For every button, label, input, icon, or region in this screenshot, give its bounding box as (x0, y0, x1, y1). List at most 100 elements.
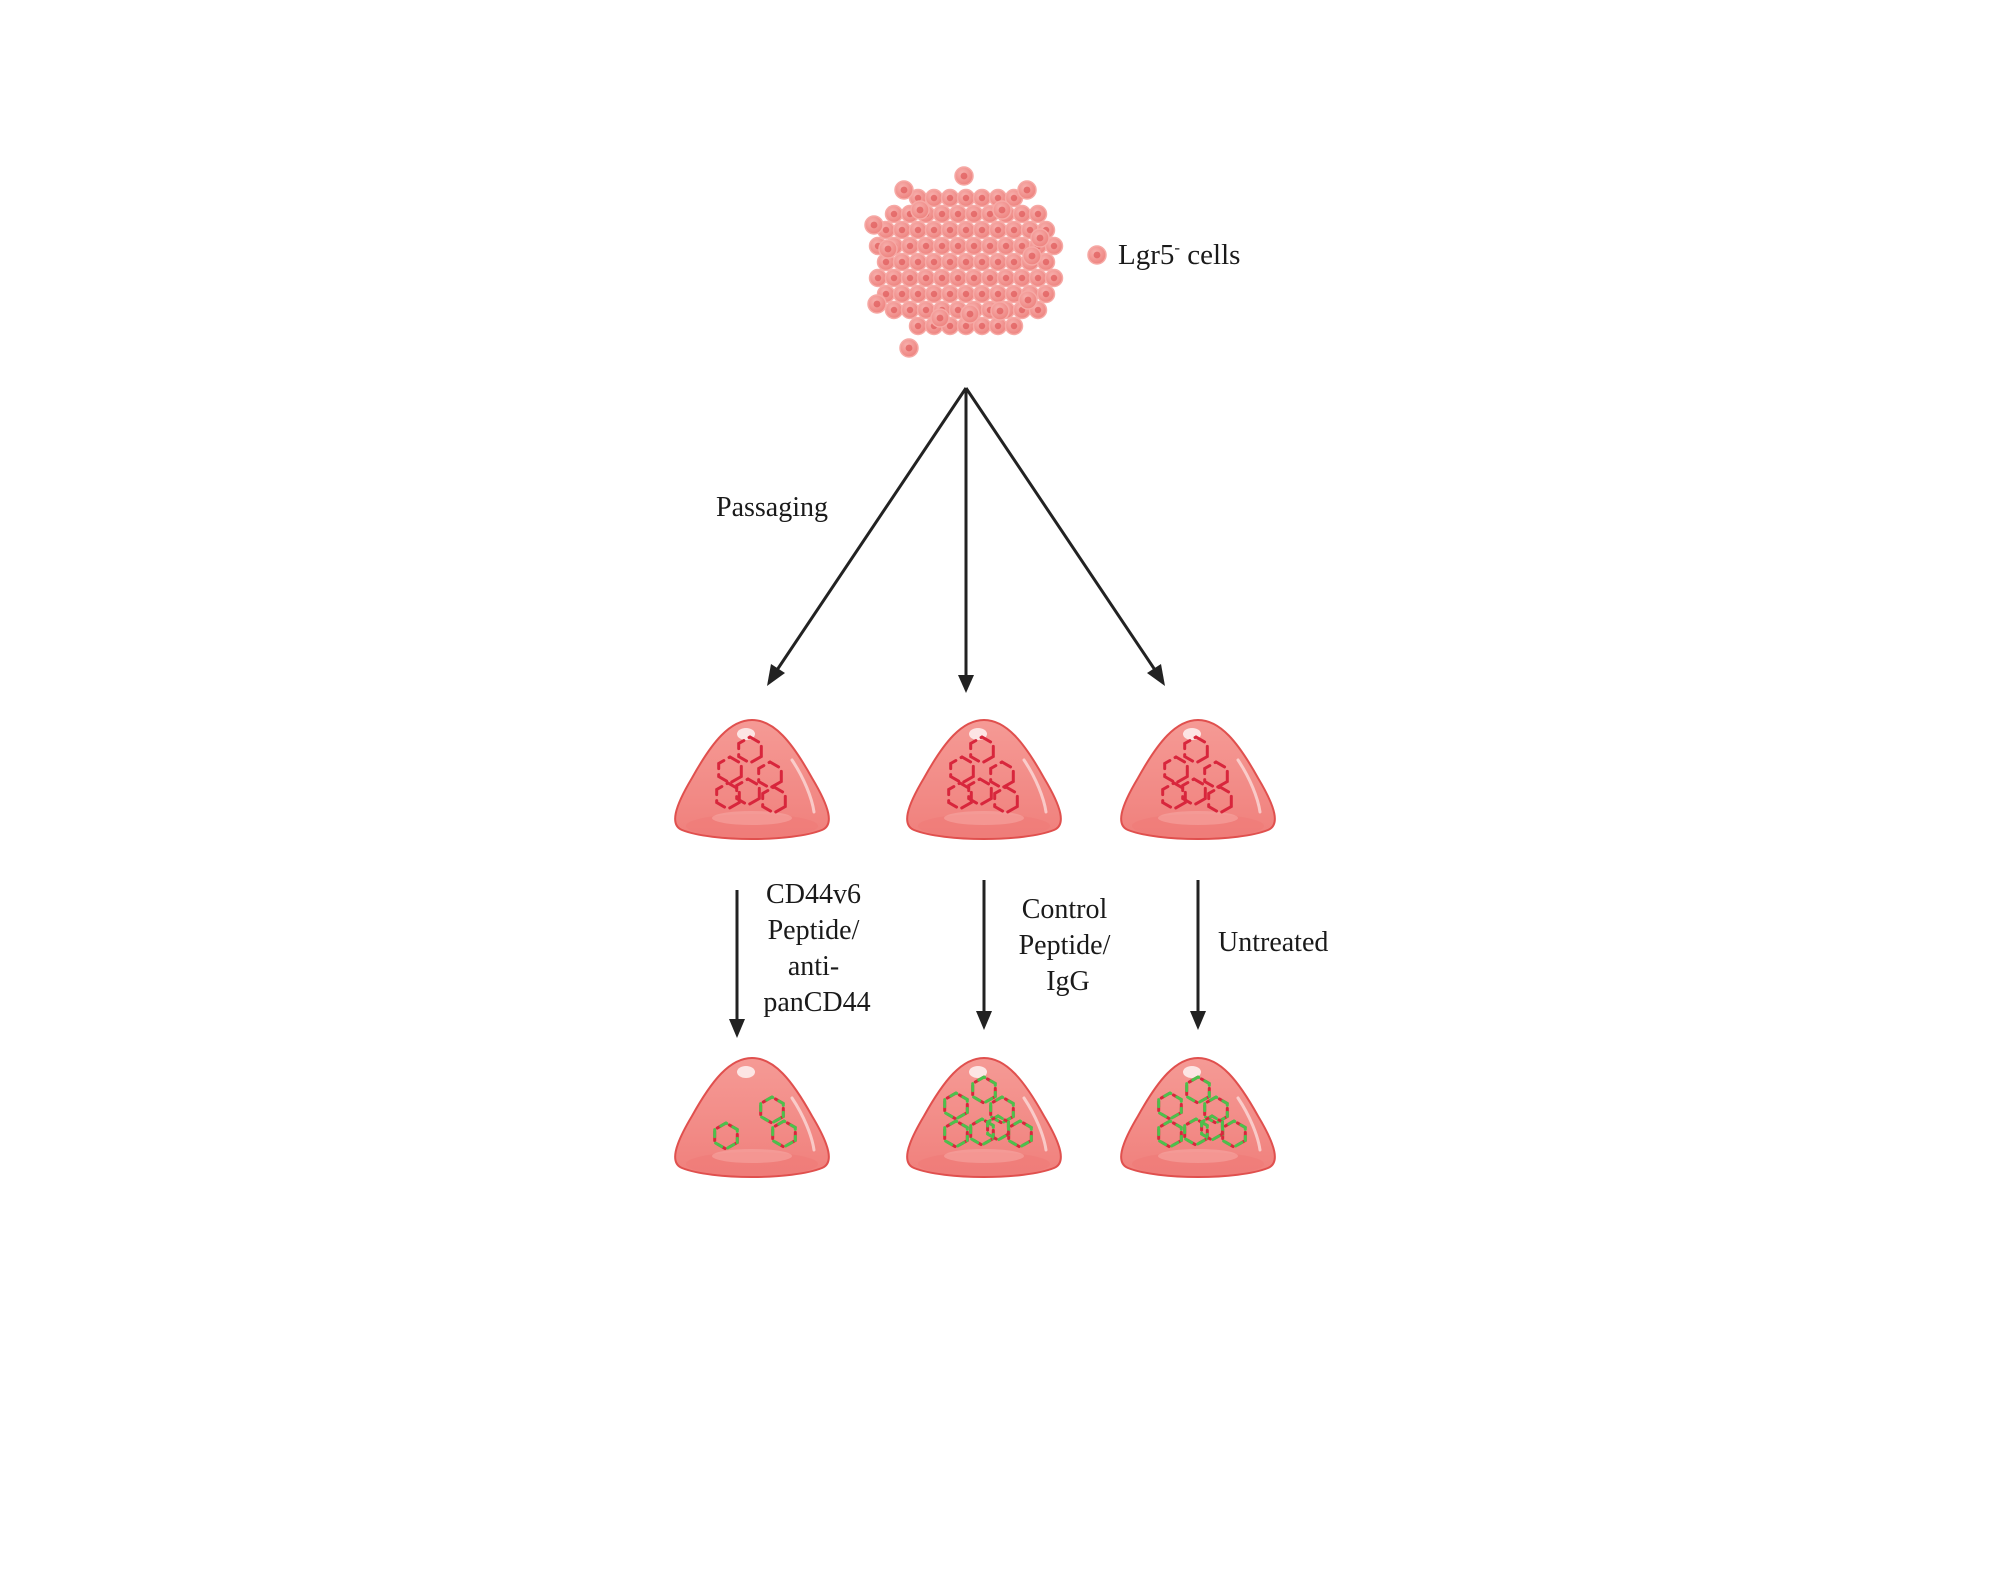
cell (988, 316, 1008, 336)
organoid (1207, 785, 1233, 815)
legend-cell-icon (1087, 245, 1107, 265)
cell (864, 215, 884, 235)
treatment-arrow-head-group2 (976, 1011, 992, 1030)
legend-label: Lgr5- cells (1118, 238, 1240, 271)
cell (988, 220, 1008, 240)
cell (972, 284, 992, 304)
organoid (989, 1095, 1015, 1125)
cell (980, 236, 1000, 256)
cell (878, 239, 898, 259)
organoid (967, 777, 993, 807)
cell (988, 252, 1008, 272)
organoid (1203, 1095, 1229, 1125)
organoid (969, 735, 995, 765)
organoid (1185, 1075, 1211, 1105)
cell (1028, 268, 1048, 288)
cell (1030, 228, 1050, 248)
organoid (943, 1091, 969, 1121)
cell (892, 284, 912, 304)
cell (932, 204, 952, 224)
cell (1012, 268, 1032, 288)
organoid-domes (674, 718, 1276, 1178)
cell (972, 252, 992, 272)
cell (1012, 204, 1032, 224)
arrow-to-group1 (775, 387, 968, 671)
organoid (1157, 1119, 1183, 1149)
cell (948, 236, 968, 256)
cell (992, 200, 1012, 220)
dome-group1-before (674, 718, 830, 840)
cell (908, 284, 928, 304)
organoid (735, 777, 761, 807)
organoid (759, 1095, 785, 1125)
group1-treatment-label: CD44v6 Peptide/ anti- panCD44 (763, 879, 870, 1018)
group3-treatment-label: Untreated (1218, 927, 1328, 958)
dome-group2-after (906, 1056, 1062, 1178)
organoid (717, 755, 743, 785)
arrow-head-group1 (767, 664, 785, 686)
cell (924, 284, 944, 304)
organoid (1203, 760, 1229, 790)
cell (956, 284, 976, 304)
cell (956, 188, 976, 208)
cell (964, 204, 984, 224)
cell (900, 268, 920, 288)
treatment-arrow-head-group3 (1190, 1011, 1206, 1030)
organoid (1163, 755, 1189, 785)
cell (956, 252, 976, 272)
cell (996, 268, 1016, 288)
organoid (737, 735, 763, 765)
organoid (943, 1119, 969, 1149)
group2-treatment-label: Control Peptide/ IgG (1019, 894, 1118, 997)
organoid (949, 755, 975, 785)
cell (940, 188, 960, 208)
cell (908, 220, 928, 240)
cell (916, 236, 936, 256)
organoid (771, 1119, 797, 1149)
organoid (969, 1117, 995, 1147)
cell (940, 284, 960, 304)
organoid (1200, 1114, 1224, 1142)
cell (916, 268, 936, 288)
cell (972, 220, 992, 240)
legend-cell-dot (1087, 245, 1107, 265)
cell (884, 204, 904, 224)
cell (1028, 204, 1048, 224)
cell (900, 300, 920, 320)
cell (924, 220, 944, 240)
cell (1017, 180, 1037, 200)
organoid (1181, 777, 1207, 807)
organoid (715, 781, 741, 811)
cell (884, 300, 904, 320)
cell (924, 252, 944, 272)
passaging-label: Passaging (716, 492, 828, 523)
dome-group3-after (1120, 1056, 1276, 1178)
cell (910, 200, 930, 220)
dome-group3-before (1120, 718, 1276, 840)
organoid (761, 785, 787, 815)
cell (932, 236, 952, 256)
cell (892, 220, 912, 240)
organoid (1183, 1117, 1209, 1147)
cell (988, 284, 1008, 304)
cell (924, 188, 944, 208)
cell (892, 252, 912, 272)
organoid (713, 1121, 739, 1151)
lgr5-negative-cell-cluster (864, 166, 1064, 358)
cell (972, 188, 992, 208)
cell (1044, 268, 1064, 288)
organoid (1157, 1091, 1183, 1121)
cell (932, 268, 952, 288)
cell (948, 204, 968, 224)
organoid (1161, 781, 1187, 811)
cell (948, 268, 968, 288)
cell (1004, 220, 1024, 240)
cell (964, 268, 984, 288)
organoid (757, 760, 783, 790)
treatment-arrows (729, 880, 1206, 1038)
cell (954, 166, 974, 186)
cell (899, 338, 919, 358)
cell (1022, 246, 1042, 266)
organoid (971, 1075, 997, 1105)
